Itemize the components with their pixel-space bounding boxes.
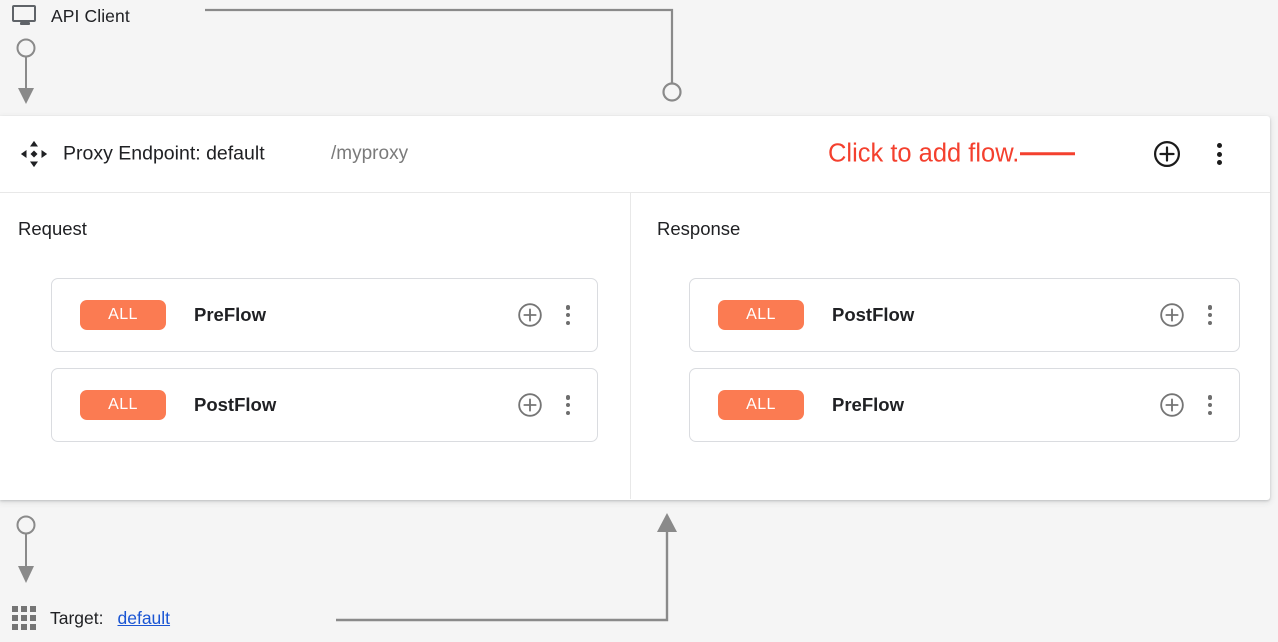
more-vert-icon-dot (1207, 320, 1213, 325)
more-vert-icon-dot (1207, 410, 1213, 415)
flow-condition-badge: ALL (718, 300, 804, 330)
more-vert-icon-dot (1207, 395, 1213, 400)
flow-name: PostFlow (832, 304, 915, 325)
response-column: Response ALL PostFlow (631, 193, 1270, 499)
flow-row-actions (517, 392, 577, 418)
response-column-title: Response (657, 218, 741, 239)
flow-condition-badge: ALL (718, 390, 804, 420)
target-node[interactable]: Target: default (12, 606, 170, 630)
request-flow-list: ALL PreFlow (51, 278, 598, 442)
flow-more-menu-button[interactable] (559, 303, 577, 327)
flow-row[interactable]: ALL PreFlow (51, 278, 598, 352)
flow-name: PreFlow (194, 304, 266, 325)
flow-row[interactable]: ALL PostFlow (689, 278, 1240, 352)
more-vert-icon-dot (565, 402, 571, 408)
more-vert-icon-dot (1207, 312, 1213, 318)
more-vert-icon-dot (565, 395, 571, 400)
more-vert-icon-dot (1216, 143, 1222, 148)
target-label: Target: (50, 607, 104, 628)
flow-row[interactable]: ALL PostFlow (51, 368, 598, 442)
apps-grid-icon (12, 606, 36, 630)
more-vert-icon-dot (565, 410, 571, 415)
api-client-label: API Client (51, 5, 130, 26)
proxy-endpoint-header[interactable]: Proxy Endpoint: default /myproxy Click t… (0, 116, 1270, 193)
target-default-link[interactable]: default (117, 607, 171, 628)
flow-condition-badge: ALL (80, 390, 166, 420)
flow-row-actions (1159, 302, 1219, 328)
more-vert-icon-dot (1216, 160, 1222, 165)
add-flow-annotation: Click to add flow. (828, 139, 1076, 168)
add-flow-button[interactable] (1153, 140, 1181, 168)
more-vert-icon-dot (1216, 151, 1222, 157)
flow-condition-badge: ALL (80, 300, 166, 330)
page-title: Proxy Endpoint: default (63, 142, 265, 165)
more-vert-icon-dot (565, 320, 571, 325)
flow-row-actions (517, 302, 577, 328)
endpoint-more-menu-button[interactable] (1210, 141, 1228, 167)
flow-row[interactable]: ALL PreFlow (689, 368, 1240, 442)
proxy-endpoint-panel: Proxy Endpoint: default /myproxy Click t… (0, 116, 1270, 500)
add-policy-button[interactable] (517, 302, 543, 328)
monitor-icon (12, 3, 38, 29)
more-vert-icon-dot (1207, 305, 1213, 310)
more-vert-icon-dot (565, 305, 571, 310)
flow-more-menu-button[interactable] (1201, 303, 1219, 327)
more-vert-icon-dot (565, 312, 571, 318)
flow-name: PostFlow (194, 394, 277, 415)
add-policy-button[interactable] (1159, 302, 1185, 328)
flow-columns: Request ALL PreFlow (0, 193, 1270, 499)
api-client-node[interactable]: API Client (12, 3, 130, 29)
flow-more-menu-button[interactable] (559, 393, 577, 417)
add-policy-button[interactable] (517, 392, 543, 418)
response-flow-list: ALL PostFlow (689, 278, 1240, 442)
flow-more-menu-button[interactable] (1201, 393, 1219, 417)
add-flow-annotation-text: Click to add flow. (828, 139, 1020, 168)
move-four-arrows-icon (20, 140, 48, 168)
add-policy-button[interactable] (1159, 392, 1185, 418)
flow-name: PreFlow (832, 394, 904, 415)
endpoint-path: /myproxy (331, 143, 409, 164)
more-vert-icon-dot (1207, 402, 1213, 408)
request-column-title: Request (18, 218, 87, 239)
api-client-strip: API Client (0, 0, 1278, 116)
target-strip: Target: default (0, 500, 1278, 642)
request-column: Request ALL PreFlow (0, 193, 631, 499)
flow-row-actions (1159, 392, 1219, 418)
annotation-pointer-line (1020, 152, 1076, 156)
